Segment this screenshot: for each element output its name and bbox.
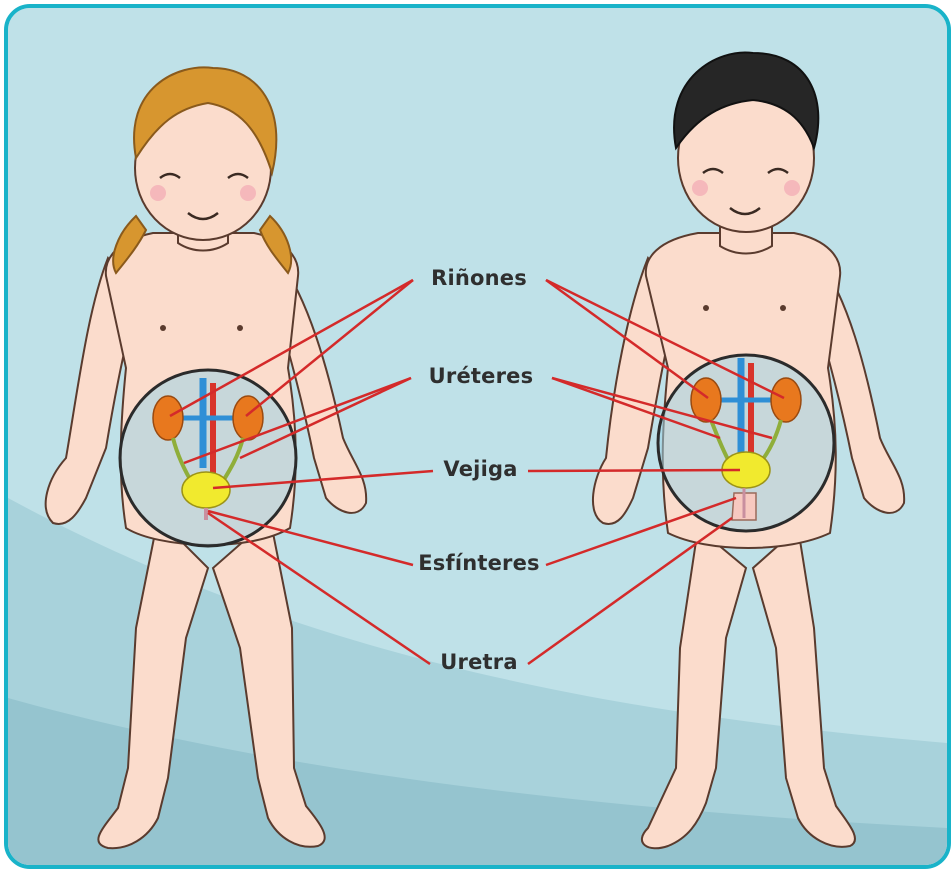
label-bladder: Vejiga bbox=[433, 457, 528, 481]
label-sphincters: Esfínteres bbox=[413, 551, 545, 575]
label-kidneys: Riñones bbox=[413, 266, 545, 290]
diagram-frame: Riñones Uréteres Vejiga Esfínteres Uretr… bbox=[4, 4, 951, 869]
leader-lines bbox=[8, 8, 947, 865]
label-ureters: Uréteres bbox=[411, 364, 551, 388]
label-urethra: Uretra bbox=[430, 650, 528, 674]
